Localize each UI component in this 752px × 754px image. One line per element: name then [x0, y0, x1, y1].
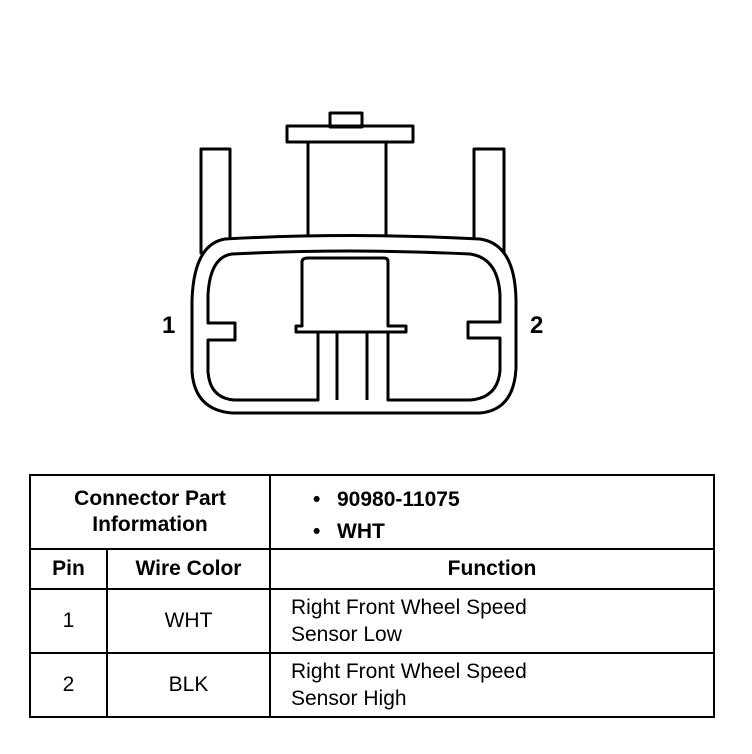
pin-label-1: 1: [162, 312, 176, 339]
part-color-item: • WHT: [313, 516, 713, 548]
part-info-values-cell: • 90980-11075 • WHT: [269, 474, 715, 550]
table-row: 2 BLK Right Front Wheel Speed Sensor Hig…: [29, 652, 715, 718]
row-wire-color: WHT: [106, 588, 271, 654]
connector-inner-body: [206, 249, 502, 402]
connector-drawing: [190, 111, 518, 415]
table-row: 1 WHT Right Front Wheel Speed Sensor Low: [29, 588, 715, 654]
part-color: WHT: [337, 520, 385, 543]
connector-right-post: [472, 147, 506, 255]
row-function-line1: Right Front Wheel Speed: [291, 596, 527, 619]
connector-left-post: [199, 147, 232, 255]
row-function-line2: Sensor Low: [291, 623, 402, 646]
header-function: Function: [269, 548, 715, 590]
connector-outer-body: [190, 234, 518, 415]
row-wire-color: BLK: [106, 652, 271, 718]
connector-center-terminal: [318, 330, 388, 400]
part-info-label-line1: Connector Part: [74, 487, 226, 510]
part-info-row: Connector Part Information • 90980-11075 …: [29, 474, 715, 550]
row-function-line1: Right Front Wheel Speed: [291, 660, 527, 683]
row-function: Right Front Wheel Speed Sensor High: [269, 652, 715, 718]
header-pin: Pin: [29, 548, 108, 590]
connector-neck: [306, 140, 388, 239]
part-number-item: • 90980-11075: [313, 484, 713, 516]
header-wire-color: Wire Color: [106, 548, 271, 590]
row-function: Right Front Wheel Speed Sensor Low: [269, 588, 715, 654]
pin-label-2: 2: [530, 312, 544, 339]
bullet-icon: •: [313, 488, 321, 511]
part-info-label-line2: Information: [92, 513, 208, 536]
row-pin: 2: [29, 652, 108, 718]
bullet-icon: •: [313, 520, 321, 543]
connector-info-table: Connector Part Information • 90980-11075 …: [29, 474, 715, 718]
part-info-label-cell: Connector Part Information: [29, 474, 271, 550]
table-header-row: Pin Wire Color Function: [29, 548, 715, 590]
part-number: 90980-11075: [337, 488, 460, 511]
row-pin: 1: [29, 588, 108, 654]
row-function-line2: Sensor High: [291, 687, 407, 710]
